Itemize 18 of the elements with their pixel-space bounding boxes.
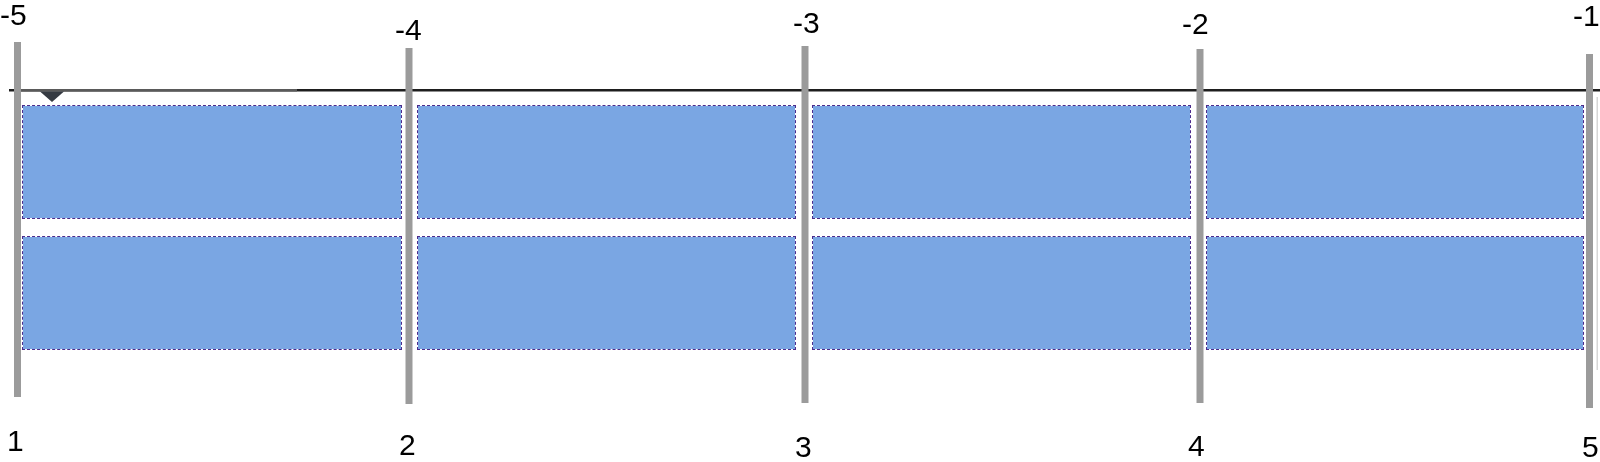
- line-number: 4: [1188, 431, 1205, 461]
- grid-item: [812, 105, 1191, 219]
- grid-item: [417, 236, 796, 350]
- grid-item: [22, 105, 402, 219]
- grid-item: [22, 236, 402, 350]
- line-number: -1: [1573, 1, 1600, 31]
- line-number: -5: [0, 0, 27, 30]
- line-number: 1: [7, 426, 24, 456]
- line-number: -4: [395, 15, 422, 45]
- grid-item: [812, 236, 1191, 350]
- line-number: 2: [399, 430, 416, 460]
- line-number: -3: [793, 8, 820, 38]
- grid-item: [1206, 105, 1584, 219]
- line-number: 3: [795, 432, 812, 462]
- grid-item: [1206, 236, 1584, 350]
- line-number: -2: [1182, 9, 1209, 39]
- grid-item: [417, 105, 796, 219]
- line-number: 5: [1582, 432, 1599, 462]
